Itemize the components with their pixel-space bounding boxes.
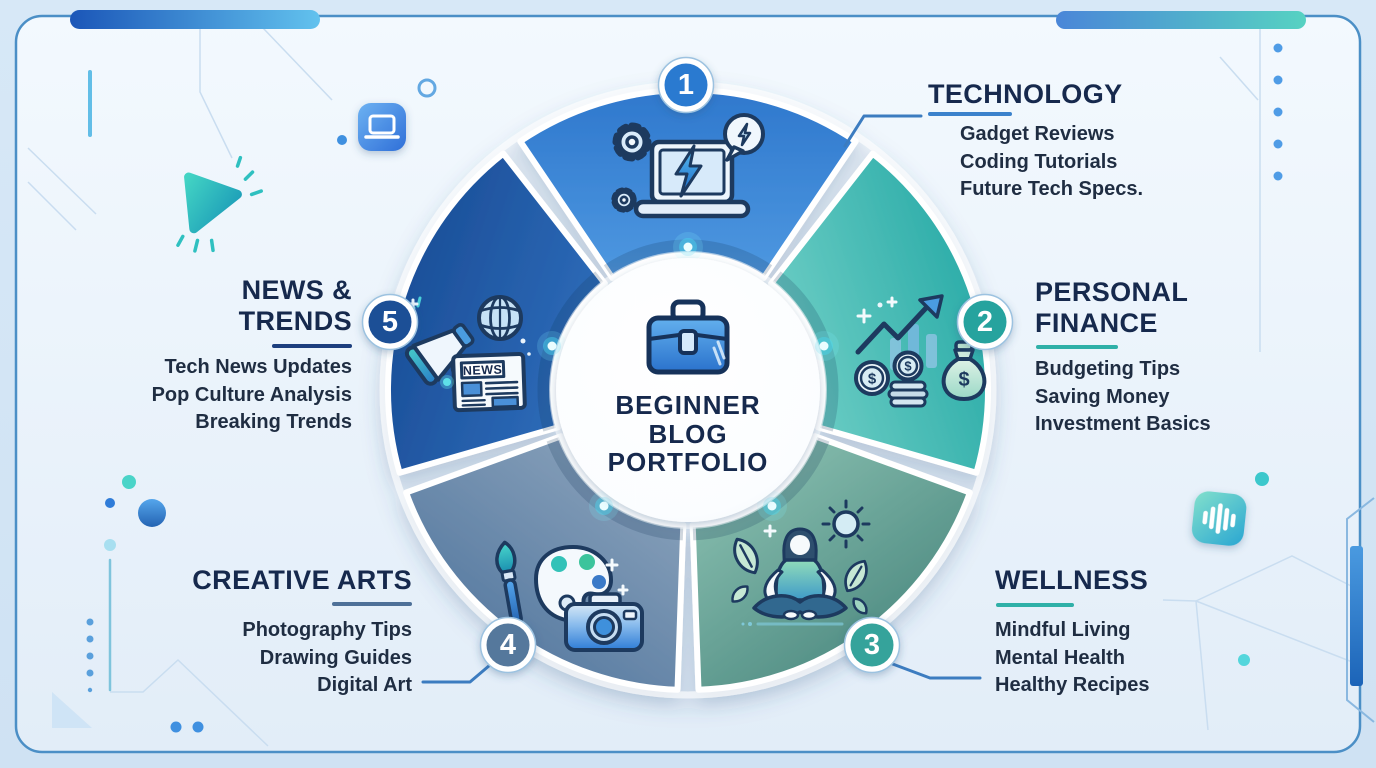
title-line: TRENDS [238, 306, 352, 336]
category-item: Investment Basics [1035, 413, 1211, 435]
decorative-edge-shape [1346, 497, 1375, 723]
category-item: Breaking Trends [195, 411, 352, 433]
category-item: Future Tech Specs. [960, 178, 1144, 200]
decorative-top-bar-right [1056, 11, 1306, 29]
category-title-wellness: WELLNESS [995, 565, 1148, 596]
category-item: Mental Health [995, 646, 1126, 669]
category-title-personal-finance: PERSONAL FINANCE [1035, 277, 1188, 339]
category-item: Budgeting Tips [1035, 358, 1181, 380]
category-item: Healthy Recipes [995, 674, 1150, 696]
category-items-creative-arts: Photography Tips Drawing Guides Digital … [242, 617, 412, 700]
finance-growth-icon: $ $ $ [854, 294, 987, 408]
category-items-wellness: Mindful Living Mental Health Healthy Rec… [995, 617, 1150, 700]
waveform-app-icon [1191, 491, 1247, 546]
category-title-news-trends: NEWS & TRENDS [239, 275, 352, 337]
category-items-news-trends: Tech News Updates Pop Culture Analysis B… [152, 354, 352, 437]
title-line: CREATIVE ARTS [192, 565, 412, 595]
connector-technology [843, 114, 923, 148]
title-line: NEWS & [241, 275, 352, 305]
underline-creative-arts [332, 602, 412, 606]
category-item: Drawing Guides [259, 646, 412, 669]
palette-camera-icon [495, 540, 644, 652]
newspaper-header-text: NEWS [463, 363, 503, 378]
title-line: PERSONAL [1035, 277, 1189, 307]
category-items-personal-finance: Budgeting Tips Saving Money Investment B… [1035, 356, 1211, 439]
badge-4 [479, 616, 537, 674]
underline-news-trends [272, 344, 352, 348]
category-item: Gadget Reviews [960, 123, 1115, 145]
category-items-technology: Gadget Reviews Coding Tutorials Future T… [960, 121, 1143, 204]
badge-1 [657, 56, 715, 114]
category-item: Tech News Updates [164, 356, 352, 378]
meditation-icon [731, 499, 871, 626]
center-title-line: BEGINNER [615, 390, 761, 420]
decorative-circuit-lines [27, 27, 1364, 747]
decorative-dots [86, 43, 1283, 733]
category-title-technology: TECHNOLOGY [928, 79, 1123, 110]
title-line: WELLNESS [995, 565, 1149, 595]
number-badges [361, 56, 1014, 674]
title-line: FINANCE [1035, 308, 1158, 338]
center-title-line: BLOG [648, 418, 728, 449]
coin-dollar-text: $ [868, 371, 877, 388]
coin-dollar-text: $ [904, 359, 912, 374]
briefcase-icon [646, 299, 730, 375]
category-title-creative-arts: CREATIVE ARTS [192, 565, 412, 596]
badge-3 [843, 616, 901, 674]
laptop-bolt-icon [611, 113, 765, 219]
category-item: Pop Culture Analysis [151, 383, 352, 406]
center-title: BEGINNER BLOG PORTFOLIO [608, 391, 769, 477]
laptop-app-icon [358, 103, 406, 151]
decorative-corner-triangle [52, 692, 92, 728]
category-item: Saving Money [1035, 385, 1170, 408]
badge-2 [956, 293, 1014, 351]
category-item: Digital Art [317, 674, 412, 696]
moneybag-dollar-text: $ [958, 369, 969, 391]
badge-5 [361, 293, 419, 351]
connector-wellness [888, 661, 982, 680]
category-item: Photography Tips [242, 619, 412, 641]
underline-technology [928, 112, 1012, 116]
center-title-line: PORTFOLIO [607, 447, 769, 477]
connector-creative-arts [421, 663, 492, 684]
play-triangle-icon [176, 155, 263, 253]
underline-wellness [996, 603, 1074, 607]
center-hub [549, 251, 827, 529]
title-line: TECHNOLOGY [928, 79, 1123, 109]
decorative-top-bar-left [70, 10, 320, 29]
category-item: Coding Tutorials [960, 150, 1118, 173]
category-item: Mindful Living [995, 619, 1131, 641]
underline-personal-finance [1036, 345, 1118, 349]
